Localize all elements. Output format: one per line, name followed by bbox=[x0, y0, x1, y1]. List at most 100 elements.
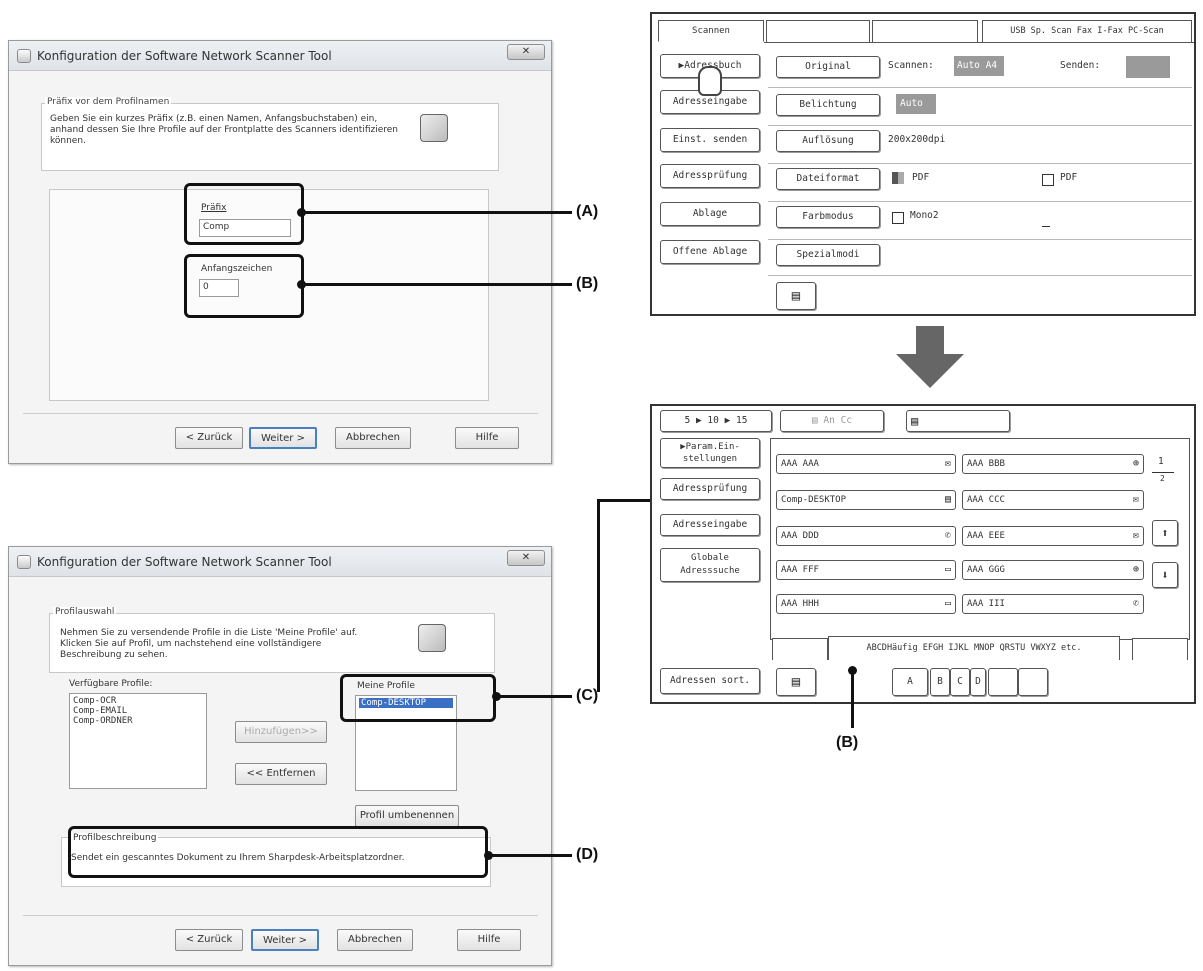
callout-b2-line bbox=[851, 670, 854, 728]
print-icon-button[interactable]: ▤ bbox=[906, 410, 1010, 432]
index-tab-empty[interactable] bbox=[772, 638, 828, 660]
index-tab-ijkl: IJKL bbox=[948, 643, 969, 653]
scan-value: Auto A4 bbox=[954, 56, 1004, 76]
mono-doc-icon bbox=[892, 212, 904, 224]
callout-c-line bbox=[497, 695, 572, 698]
rename-button[interactable]: Profil umbenennen bbox=[355, 805, 459, 827]
my-profiles-list[interactable]: Comp-DESKTOP bbox=[355, 695, 457, 791]
letter-key[interactable] bbox=[1018, 668, 1048, 696]
hand-pointer-icon bbox=[698, 66, 722, 96]
address-check-button[interactable]: Adressprüfung bbox=[660, 164, 760, 188]
email-icon: ✉ bbox=[944, 458, 951, 469]
settings-row-2 bbox=[768, 88, 1192, 126]
letter-key[interactable] bbox=[988, 668, 1018, 696]
address-entry-selected[interactable]: Comp-DESKTOP▤ bbox=[776, 490, 956, 510]
desktop-icon: ▤ bbox=[944, 494, 951, 505]
help-button[interactable]: Hilfe bbox=[455, 427, 519, 449]
callout-b-line bbox=[302, 283, 572, 286]
group-title: Profilauswahl bbox=[53, 607, 117, 617]
address-check-button[interactable]: Adressprüfung bbox=[660, 478, 760, 500]
resolution-button[interactable]: Auflösung bbox=[776, 130, 880, 152]
desc-text: Sendet ein gescanntes Dokument zu Ihrem … bbox=[71, 853, 405, 863]
index-tab-last[interactable] bbox=[1132, 638, 1188, 660]
letter-key[interactable]: C bbox=[950, 668, 970, 696]
email-icon: ✉ bbox=[1132, 530, 1139, 541]
to-cc-button[interactable]: ▤ An Cc bbox=[780, 410, 884, 432]
index-tab-abcd-label: ABCD bbox=[866, 643, 887, 653]
list-item[interactable]: Comp-ORDNER bbox=[73, 716, 133, 726]
help-button[interactable]: Hilfe bbox=[457, 929, 521, 951]
callout-d-box bbox=[68, 826, 488, 878]
prefix-description: Geben Sie ein kurzes Präfix (z.B. einen … bbox=[50, 114, 398, 146]
address-entry[interactable]: AAA GGG⊕ bbox=[962, 560, 1144, 580]
start-char-label: Anfangszeichen bbox=[201, 264, 273, 274]
next-button[interactable]: Weiter > bbox=[251, 929, 319, 951]
exposure-button[interactable]: Belichtung bbox=[776, 94, 880, 116]
available-label: Verfügbare Profile: bbox=[69, 679, 153, 689]
list-item-selected[interactable]: Comp-DESKTOP bbox=[359, 698, 453, 708]
add-button[interactable]: Hinzufügen>> bbox=[235, 721, 327, 743]
letter-key[interactable]: B bbox=[930, 668, 950, 696]
page-number: 1 bbox=[1158, 456, 1164, 467]
back-button[interactable]: < Zurück bbox=[175, 427, 243, 449]
cancel-button[interactable]: Abbrechen bbox=[335, 427, 411, 449]
send-value-box bbox=[1126, 56, 1170, 78]
original-button[interactable]: Original bbox=[776, 56, 880, 78]
program-icon-button[interactable]: ▤ bbox=[776, 668, 816, 696]
sort-addresses-button[interactable]: Adressen sort. bbox=[660, 668, 760, 694]
page-divider bbox=[1152, 472, 1174, 473]
color-mode-button[interactable]: Farbmodus bbox=[776, 206, 880, 228]
prefix-group: Geben Sie ein kurzes Präfix (z.B. einen … bbox=[41, 103, 499, 171]
label-a: (A) bbox=[576, 203, 599, 220]
available-list[interactable]: Comp-OCR Comp-EMAIL Comp-ORDNER bbox=[69, 693, 207, 789]
special-modes-button[interactable]: Spezialmodi bbox=[776, 244, 880, 266]
scroll-down-button[interactable]: ⬇ bbox=[1152, 562, 1178, 588]
close-button[interactable]: ✕ bbox=[507, 44, 545, 60]
entry-name: AAA CCC bbox=[967, 495, 1005, 505]
scroll-up-button[interactable]: ⬆ bbox=[1152, 520, 1178, 546]
letter-key[interactable]: A bbox=[892, 668, 928, 696]
callout-d-dot bbox=[484, 851, 493, 860]
fileformat-value-1: PDF bbox=[912, 172, 930, 183]
address-entry[interactable]: AAA III✆ bbox=[962, 594, 1144, 614]
profile-description: Nehmen Sie zu versendende Profile in die… bbox=[60, 628, 358, 660]
program-icon-button[interactable]: ▤ bbox=[776, 282, 816, 310]
address-entry[interactable]: AAA HHH▭ bbox=[776, 594, 956, 614]
address-entry[interactable]: AAA DDD✆ bbox=[776, 526, 956, 546]
next-button[interactable]: Weiter > bbox=[249, 427, 317, 449]
global-search-button[interactable]: Globale Adresssuche bbox=[660, 548, 760, 582]
tab-usb-scan[interactable]: USB Sp. Scan Fax I-Fax PC-Scan bbox=[982, 20, 1192, 42]
open-filing-button[interactable]: Offene Ablage bbox=[660, 240, 760, 264]
remove-button[interactable]: << Entfernen bbox=[235, 763, 327, 785]
config-window-prefix: Konfiguration der Software Network Scann… bbox=[8, 40, 552, 464]
list-item[interactable]: Comp-OCR bbox=[73, 696, 117, 706]
tab-scannen[interactable]: Scannen bbox=[658, 20, 764, 42]
label-b: (B) bbox=[576, 275, 599, 292]
group-title: Präfix vor dem Profilnamen bbox=[45, 97, 172, 107]
page-step-button[interactable]: 5 ▶ 10 ▶ 15 bbox=[660, 410, 772, 432]
tab-empty-1[interactable] bbox=[766, 20, 870, 42]
fileformat-button[interactable]: Dateiformat bbox=[776, 168, 880, 190]
address-entry[interactable]: AAA CCC✉ bbox=[962, 490, 1144, 510]
address-entry[interactable]: AAA BBB⊕ bbox=[962, 454, 1144, 474]
list-item[interactable]: Comp-EMAIL bbox=[73, 706, 128, 716]
letter-key[interactable]: D bbox=[970, 668, 986, 696]
close-button[interactable]: ✕ bbox=[507, 550, 545, 566]
folder-icon: ▭ bbox=[944, 598, 951, 609]
address-entry[interactable]: AAA FFF▭ bbox=[776, 560, 956, 580]
prefix-input[interactable]: Comp bbox=[199, 219, 291, 237]
send-settings-button[interactable]: Einst. senden bbox=[660, 128, 760, 152]
param-settings-button[interactable]: ▶Param.Ein-stellungen bbox=[660, 438, 760, 468]
prefix-label: Präfix bbox=[201, 203, 227, 213]
back-button[interactable]: < Zurück bbox=[175, 929, 243, 951]
index-tab-abcd[interactable]: ABCDHäufig EFGH IJKL MNOP QRSTU VWXYZ et… bbox=[828, 636, 1120, 660]
cancel-button[interactable]: Abbrechen bbox=[337, 929, 413, 951]
tab-empty-2[interactable] bbox=[872, 20, 978, 42]
address-entry[interactable]: AAA EEE✉ bbox=[962, 526, 1144, 546]
exposure-value: Auto bbox=[896, 94, 936, 114]
address-input-button[interactable]: Adresseingabe bbox=[660, 514, 760, 536]
start-char-input[interactable]: 0 bbox=[199, 279, 239, 297]
filing-button[interactable]: Ablage bbox=[660, 202, 760, 226]
address-entry[interactable]: AAA AAA✉ bbox=[776, 454, 956, 474]
app-icon bbox=[17, 48, 31, 63]
